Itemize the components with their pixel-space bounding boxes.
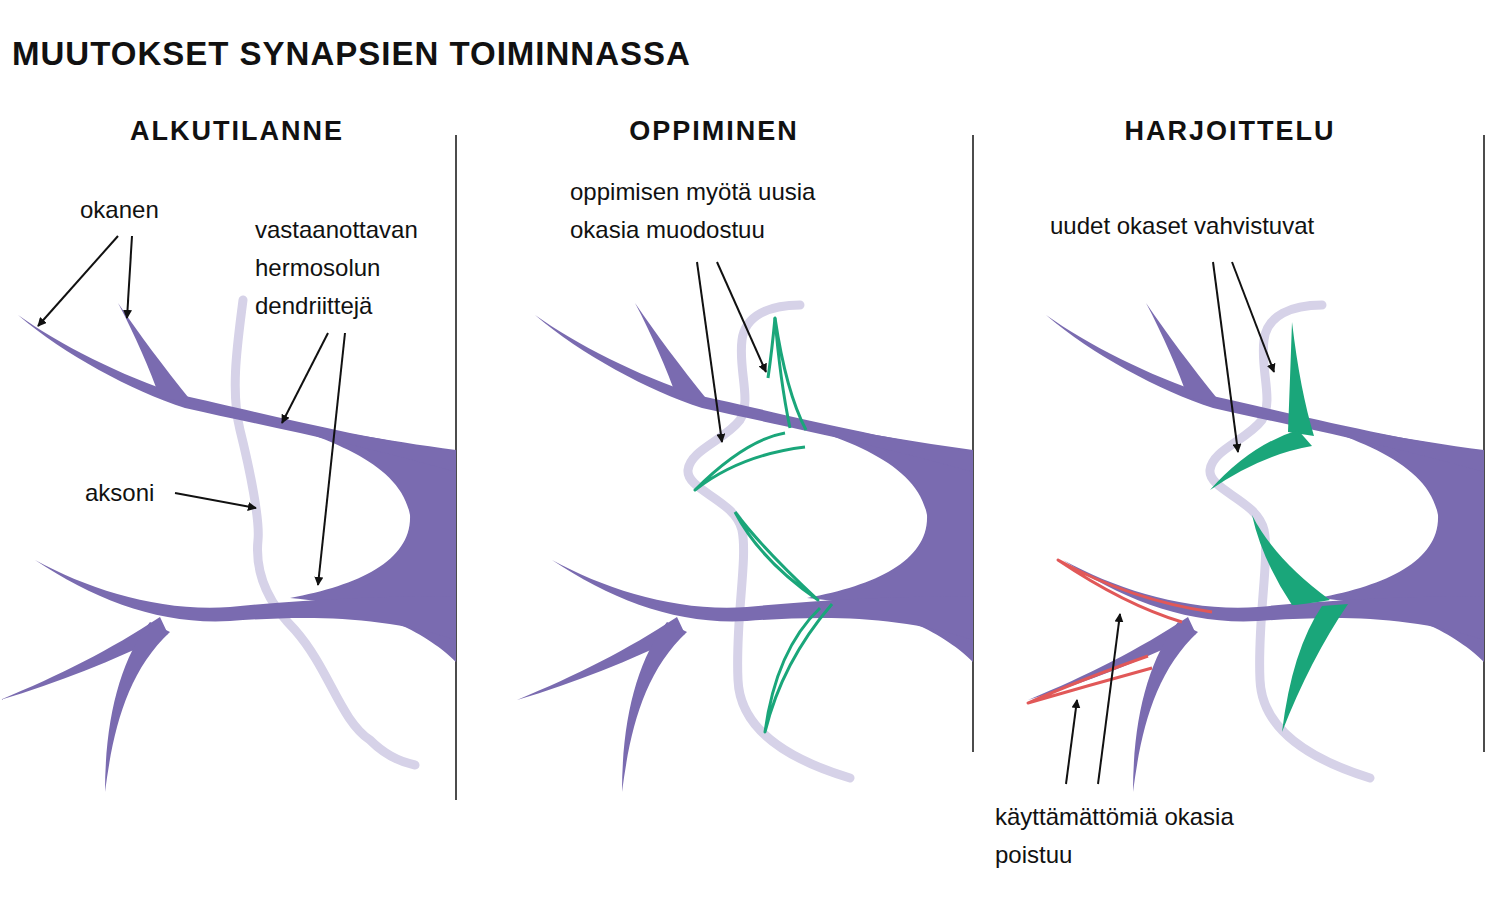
unused-spine [1058,560,1212,622]
leader-arrow [1232,262,1274,372]
panel-heading: HARJOITTELU [1125,114,1336,148]
new-spine [735,512,818,600]
axon [235,300,415,765]
leader-arrow [282,333,328,423]
new-spine [775,318,806,430]
strong-spine [1288,322,1314,436]
strong-spine [1210,430,1312,490]
annotation: uudet okaset vahvistuvat [1050,207,1314,245]
part-label: aksoni [85,474,154,512]
figure-title: MUUTOKSET SYNAPSIEN TOIMINNASSA [12,34,691,74]
axon [1210,305,1370,778]
leader-arrow [127,236,132,318]
strong-spine [1282,604,1348,732]
panel-heading: ALKUTILANNE [130,114,344,148]
unused-spine [1028,656,1152,703]
strong-spine [1252,515,1330,605]
annotation: käyttämättömiä okasia poistuu [995,798,1285,874]
leader-arrow [1098,614,1120,784]
dendrite-neuron [517,303,973,792]
panel-heading: OPPIMINEN [629,114,799,148]
part-label: vastaanottavan hermosolun dendriittejä [255,211,455,325]
new-spine [765,604,832,732]
leader-arrow [717,262,766,372]
leader-arrow [1213,262,1238,452]
dendrite-neuron [1028,303,1484,792]
leader-arrow [175,493,256,508]
leader-arrow [38,236,118,326]
new-spine [768,318,775,378]
dendrite-neuron [0,303,456,792]
annotation: oppimisen myötä uusia okasia muodostuu [570,173,870,249]
new-spine [695,433,805,490]
leader-arrow [318,333,345,585]
leader-arrow [697,262,722,442]
leader-arrow [1066,700,1077,784]
part-label: okanen [80,191,159,229]
